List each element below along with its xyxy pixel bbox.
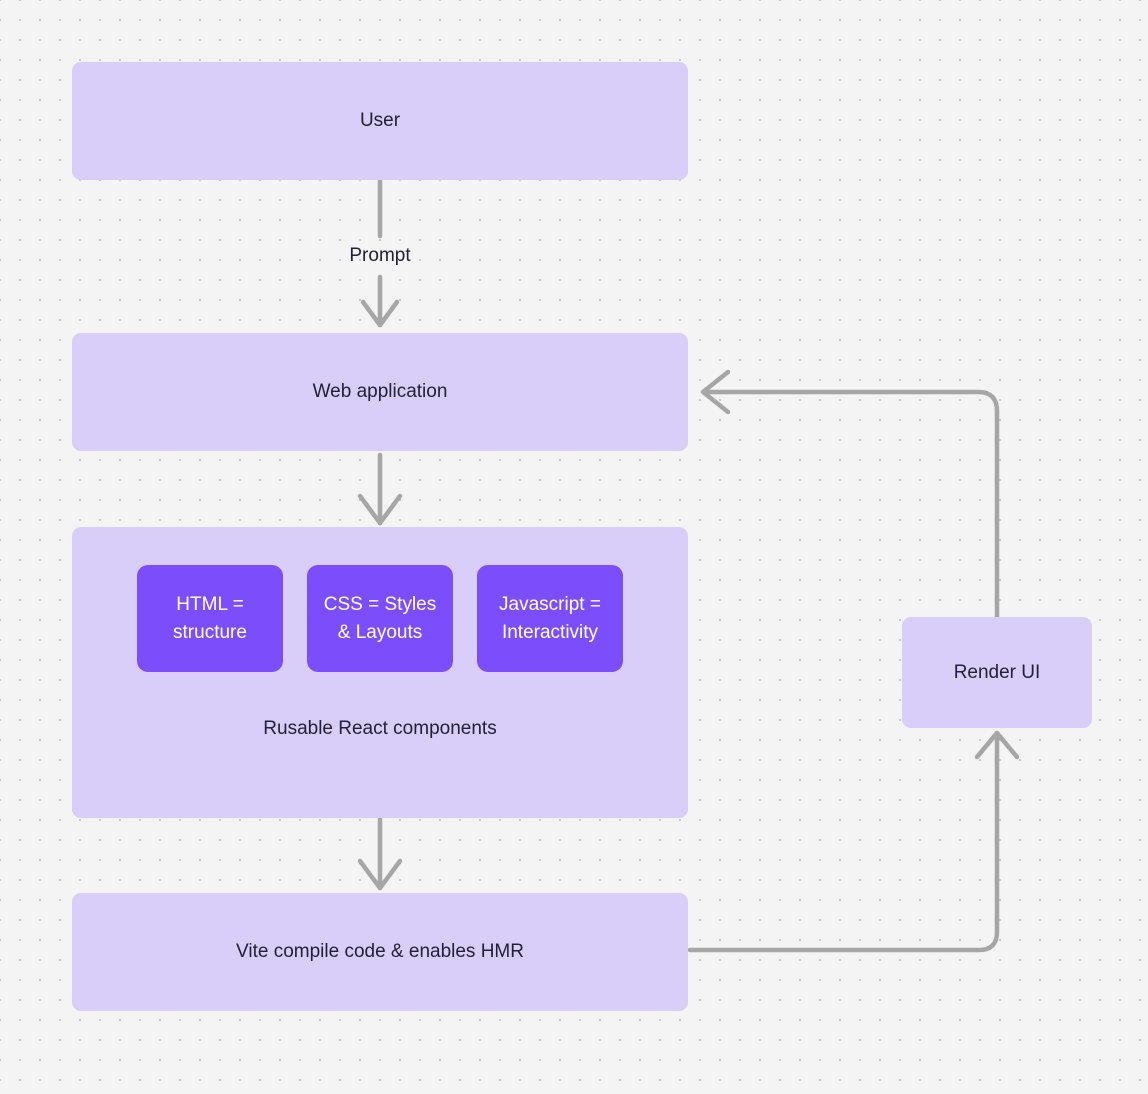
edge-web-application-to-components (357, 452, 403, 526)
chip-javascript[interactable]: Javascript = Interactivity (477, 565, 623, 672)
chip-html[interactable]: HTML = structure (137, 565, 283, 672)
chip-javascript-label: Javascript = Interactivity (499, 593, 601, 643)
chip-css-label: CSS = Styles & Layouts (323, 593, 437, 643)
edge-vite-to-render-ui (687, 730, 1020, 953)
edge-label-prompt: Prompt (349, 245, 411, 266)
node-user-label: User (359, 110, 401, 132)
node-web-application-label: Web application (312, 381, 448, 403)
node-components[interactable]: HTML = structure CSS = Styles & Layouts … (72, 527, 688, 818)
node-vite-label: Vite compile code & enables HMR (236, 941, 524, 963)
node-user[interactable]: User (72, 62, 688, 180)
node-render-ui-label: Render UI (953, 661, 1041, 683)
chip-css[interactable]: CSS = Styles & Layouts (307, 565, 453, 672)
node-vite[interactable]: Vite compile code & enables HMR (72, 893, 688, 1011)
edge-render-ui-to-web-application (700, 369, 1000, 620)
node-render-ui[interactable]: Render UI (902, 617, 1092, 728)
edge-components-to-vite (357, 815, 403, 891)
node-components-label: Rusable React components (263, 718, 497, 739)
chip-html-label: HTML = structure (173, 593, 247, 643)
node-web-application[interactable]: Web application (72, 333, 688, 451)
